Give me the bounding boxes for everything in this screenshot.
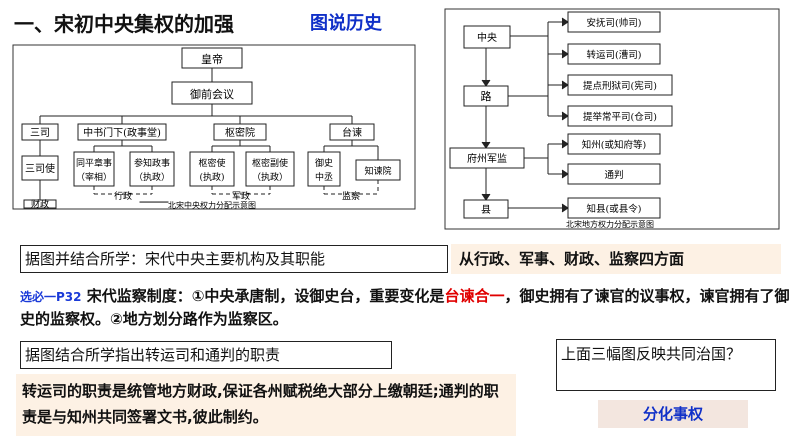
node-sansi: 三司 — [30, 128, 50, 139]
node-lu: 路 — [481, 90, 492, 103]
node-tijuchangping: 提举常平司(仓司) — [583, 111, 657, 123]
textbook-note: 选必一P32 宋代监察制度：①中央承唐制，设御史台，重要变化是台谏合一，御史拥有… — [20, 285, 790, 330]
node-shumifushi-1: 枢密副使 — [252, 157, 288, 169]
node-sansi-shi: 三司使 — [25, 162, 55, 175]
node-canzhizhengshi-1: 参知政事 — [134, 157, 170, 169]
diagram2-caption: 北宋地方权力分配示意图 — [566, 219, 654, 229]
node-zhizhou: 知州(或知府等) — [582, 139, 646, 151]
note-tag: 选必一P32 — [20, 290, 82, 304]
node-junzheng: 军政 — [232, 190, 250, 202]
node-tongpan: 通判 — [604, 169, 623, 181]
node-shumifushi-2: （执政） — [252, 171, 288, 183]
question-3: 上面三幅图反映共同治国？ — [556, 339, 776, 391]
node-shumiyuan: 枢密院 — [225, 126, 255, 139]
node-zhongshu: 中书门下(政事堂) — [83, 126, 161, 139]
node-yushi-2: 中丞 — [315, 171, 333, 183]
diagram-caption: 北宋中央权力分配示意图 — [168, 200, 256, 210]
local-power-diagram: 中央 路 府州军监 县 安抚司(帅司) 转运司(漕司) 提点刑狱司(宪司) 提举… — [444, 8, 780, 230]
node-jiancha: 监察 — [342, 190, 360, 202]
node-zhijianyuan: 知谏院 — [364, 165, 391, 177]
note-text-post: ，御史拥有了谏官的议事权，谏官拥有了御史的监察权。②地方划分路作为监察区。 — [20, 287, 790, 328]
node-xian: 县 — [481, 204, 491, 216]
question-2: 据图结合所学指出转运司和通判的职责 — [20, 341, 392, 369]
node-shumishi-2: (执政) — [199, 171, 224, 183]
section-badge: 图说历史 — [310, 13, 382, 34]
node-council: 御前会议 — [190, 87, 234, 101]
node-anfusi: 安抚司(帅司) — [587, 17, 642, 29]
answer-1: 从行政、军事、财政、监察四方面 — [451, 244, 781, 274]
node-caizheng: 财政 — [31, 198, 49, 210]
node-taijian: 台谏 — [342, 126, 362, 139]
note-highlight: 台谏合一 — [444, 287, 505, 305]
node-tongpingzhangshi-2: （宰相） — [76, 171, 112, 183]
node-zhuanyunsi: 转运司(漕司) — [587, 49, 642, 61]
node-yushi-1: 御史 — [315, 157, 333, 169]
node-tidianxingyu: 提点刑狱司(宪司) — [583, 80, 657, 92]
node-shumishi-1: 枢密使 — [198, 157, 225, 169]
central-power-diagram: 皇帝 御前会议 三司 三司使 财政 中书门下(政事堂) 同平章事 （宰相） 参知… — [12, 44, 416, 210]
node-center: 中央 — [477, 31, 497, 44]
node-tongpingzhangshi-1: 同平章事 — [76, 157, 112, 169]
page-title: 一、宋初中央集权的加强 — [14, 12, 234, 36]
answer-3: 分化事权 — [598, 400, 748, 428]
node-zhixian: 知县(或县令) — [587, 203, 642, 215]
note-text-pre: 宋代监察制度：①中央承唐制，设御史台，重要变化是 — [81, 287, 445, 305]
answer-2: 转运司的职责是统管地方财政,保证各州赋税绝大部分上缴朝廷;通判的职责是与知州共同… — [16, 374, 516, 436]
node-emperor: 皇帝 — [201, 52, 223, 66]
question-1: 据图并结合所学：宋代中央主要机构及其职能 — [20, 245, 448, 273]
node-fuzhou: 府州军监 — [467, 152, 507, 165]
node-canzhizhengshi-2: （执政） — [134, 171, 170, 183]
node-xingzheng: 行政 — [114, 190, 132, 202]
